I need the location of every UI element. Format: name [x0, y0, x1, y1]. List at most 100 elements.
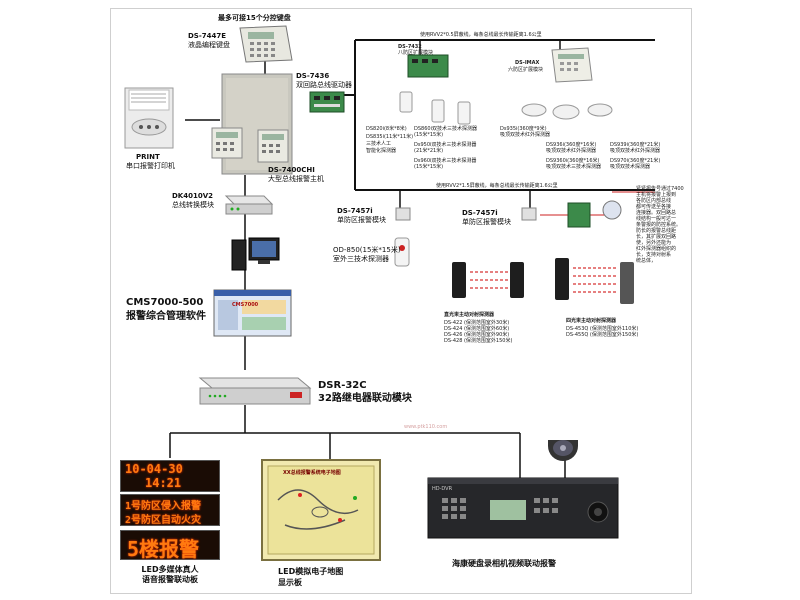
beam-note-line: 连接器。双回路总 — [636, 210, 677, 216]
beam-note-line: 统总体， — [636, 258, 657, 264]
od850-desc2: 室外三技术探测器 — [333, 255, 389, 263]
keypad-caption: 最多可接15个分控键盘 — [218, 14, 291, 22]
detector-d2: DS835i(11米*11米) — [366, 134, 414, 140]
detector-d2b: 三技术人工 — [366, 141, 392, 147]
led-big-panel: 5楼报警 — [120, 530, 220, 561]
map-label-1: LED模拟电子地图 — [278, 567, 344, 576]
led-line-2: 2号防区自动火灾 — [125, 515, 202, 526]
active-beam-model: DS-426 (保测范围室外90米) — [444, 332, 510, 338]
relay-model: DSR-32C — [318, 380, 367, 391]
four-beam-model: DS-455Q (保测范围室外150米) — [566, 332, 639, 338]
beam-note-line: 紧紧报告号通过7400 — [636, 186, 684, 192]
software-screen-title: CMS7000 — [232, 302, 259, 308]
led-time-date: 10-04-30 — [125, 462, 183, 476]
pir-detectors — [399, 91, 471, 125]
ds7436-desc: 双回路总线驱动器 — [296, 81, 352, 89]
led-time-panel: 10-04-30 14:21 — [120, 460, 220, 492]
ceiling-c5b: 吸顶双技术探测器 — [610, 164, 651, 170]
beam-note-line: 防长的报警总线距 — [636, 228, 677, 234]
dvr-label: 海康硬盘录相机视频联动报警 — [452, 559, 556, 568]
four-beam-title: 四光束主动对射探测器 — [566, 318, 617, 324]
watermark: www.ptk110.com — [404, 424, 448, 430]
active-beam-models: DS-422 (保测范围室外30米)DS-424 (保测范围室外60米)DS-4… — [444, 320, 512, 344]
led-message-panel: 1号防区侵入报警 2号防区自动火灾 — [120, 494, 220, 526]
beam-note-line: 都可传送至各接 — [636, 204, 672, 210]
ceiling-c2: DS936i(360度*16米) — [546, 142, 597, 148]
beam-lines — [470, 267, 618, 293]
converter-model: DK4010V2 — [172, 192, 214, 200]
main-panel-device — [211, 73, 293, 175]
ds7457-left-desc: 单防区报警模块 — [337, 216, 386, 224]
relay-desc: 32路继电器联动模块 — [318, 393, 412, 404]
imax-keypad — [551, 47, 593, 83]
keypad-desc: 液晶编程键盘 — [188, 41, 230, 49]
map-title: XX总线报警系统电子地图 — [283, 470, 341, 476]
detector-d5: Ds960i双技术三技术探测器 — [414, 158, 477, 164]
printer-label: PRINT — [136, 153, 160, 161]
converter-device — [224, 195, 274, 215]
map-board — [261, 459, 381, 561]
ceiling-detectors — [521, 103, 613, 120]
ceiling-c1: Ds935i(360度*9米) — [500, 126, 547, 132]
ceiling-c2b: 吸顶双技术红外探测器 — [546, 148, 597, 154]
beam-note-line: 条警报的防控系统。 — [636, 222, 682, 228]
ceiling-c3b: 吸顶双技术红外探测器 — [610, 148, 661, 154]
ds7432-desc: 八防区扩展模块 — [398, 50, 434, 56]
led-big-text: 5楼报警 — [127, 537, 200, 561]
ceiling-c3: DS939i(360度*21米) — [610, 142, 661, 148]
beam-note-line: 红外探测器组织的 — [636, 246, 677, 252]
ds7432-board — [407, 54, 449, 78]
beam-note-line: 线结构一般可达一 — [636, 216, 677, 222]
led-label-2: 语音报警联动板 — [142, 575, 198, 584]
software-screen — [213, 289, 292, 337]
ds7432-model: DS-7432 — [398, 44, 422, 50]
beam-note-line: 使，另外还能为 — [636, 240, 672, 246]
dome-camera — [548, 440, 578, 461]
single-zone-modules — [395, 200, 622, 228]
ds7436-board — [309, 91, 345, 113]
active-beam-title: 直光束主动对射探测器 — [444, 312, 495, 318]
imax-model: DS-IMAX — [515, 60, 540, 66]
dvr-device — [427, 477, 619, 539]
detector-d4b: (21米*21米) — [414, 148, 444, 154]
beam-note-line: 长，支持对射系 — [636, 252, 672, 258]
led-label-1: LED多媒体真人 — [141, 565, 199, 574]
keypad-model: DS-7447E — [188, 32, 227, 40]
printer-device — [124, 87, 174, 149]
bus-note-top: 使用RVV2*0.5屏蔽线，每条总线最长传输距离1.6公里 — [420, 32, 542, 38]
led-line-1: 1号防区侵入报警 — [125, 501, 202, 512]
ceiling-c5: DS970i(360度*21米) — [610, 158, 661, 164]
dvr-badge: HD-DVR — [432, 486, 453, 492]
detector-d3b: (15米*15米) — [414, 132, 444, 138]
beam-note-line: 长，其扩展双回路 — [636, 234, 677, 240]
detector-d2c: 智能化探测器 — [366, 148, 397, 154]
printer-desc: 串口报警打印机 — [126, 162, 175, 170]
detector-d3: DS860i双技术三技术探测器 — [414, 126, 477, 132]
converter-desc: 总线转换模块 — [172, 201, 214, 209]
detector-d1: DS820i(8米*8米) — [366, 126, 407, 132]
ceiling-c4: DS9360i(360度*16米) — [546, 158, 600, 164]
od850-detector — [394, 237, 410, 267]
map-label-2: 显示板 — [278, 578, 302, 587]
ceiling-c4b: 吸顶双技术三技术探测器 — [546, 164, 602, 170]
ds7436-model: DS-7436 — [296, 72, 330, 80]
active-beam-model: DS-422 (保测范围室外30米) — [444, 320, 510, 326]
relay-device — [198, 377, 312, 405]
detector-d5b: (15米*15米) — [414, 164, 444, 170]
main-panel-model: DS-7400CHI — [268, 166, 315, 174]
led-time-clock: 14:21 — [145, 476, 182, 490]
four-beam-model: DS-453Q (保测范围室外110米) — [566, 326, 639, 332]
ds7457-left-model: DS-7457i — [337, 207, 373, 215]
main-panel-desc: 大型总线报警主机 — [268, 175, 324, 183]
ceiling-c1b: 吸顶双技术红外探测器 — [500, 132, 551, 138]
software-desc: 报警综合管理软件 — [126, 311, 206, 322]
detector-d4: Ds950i双技术三技术探测器 — [414, 142, 477, 148]
four-beam-models: DS-453Q (保测范围室外110米)DS-455Q (保测范围室外150米) — [566, 326, 638, 338]
beam-detector-pairs — [452, 258, 634, 304]
od850-desc: OD-850(15米*15米) — [333, 246, 401, 254]
software-model: CMS7000-500 — [126, 297, 204, 308]
active-beam-model: DS-428 (保测范围室外150米) — [444, 338, 513, 344]
ds7457-right-model: DS-7457i — [462, 209, 498, 217]
